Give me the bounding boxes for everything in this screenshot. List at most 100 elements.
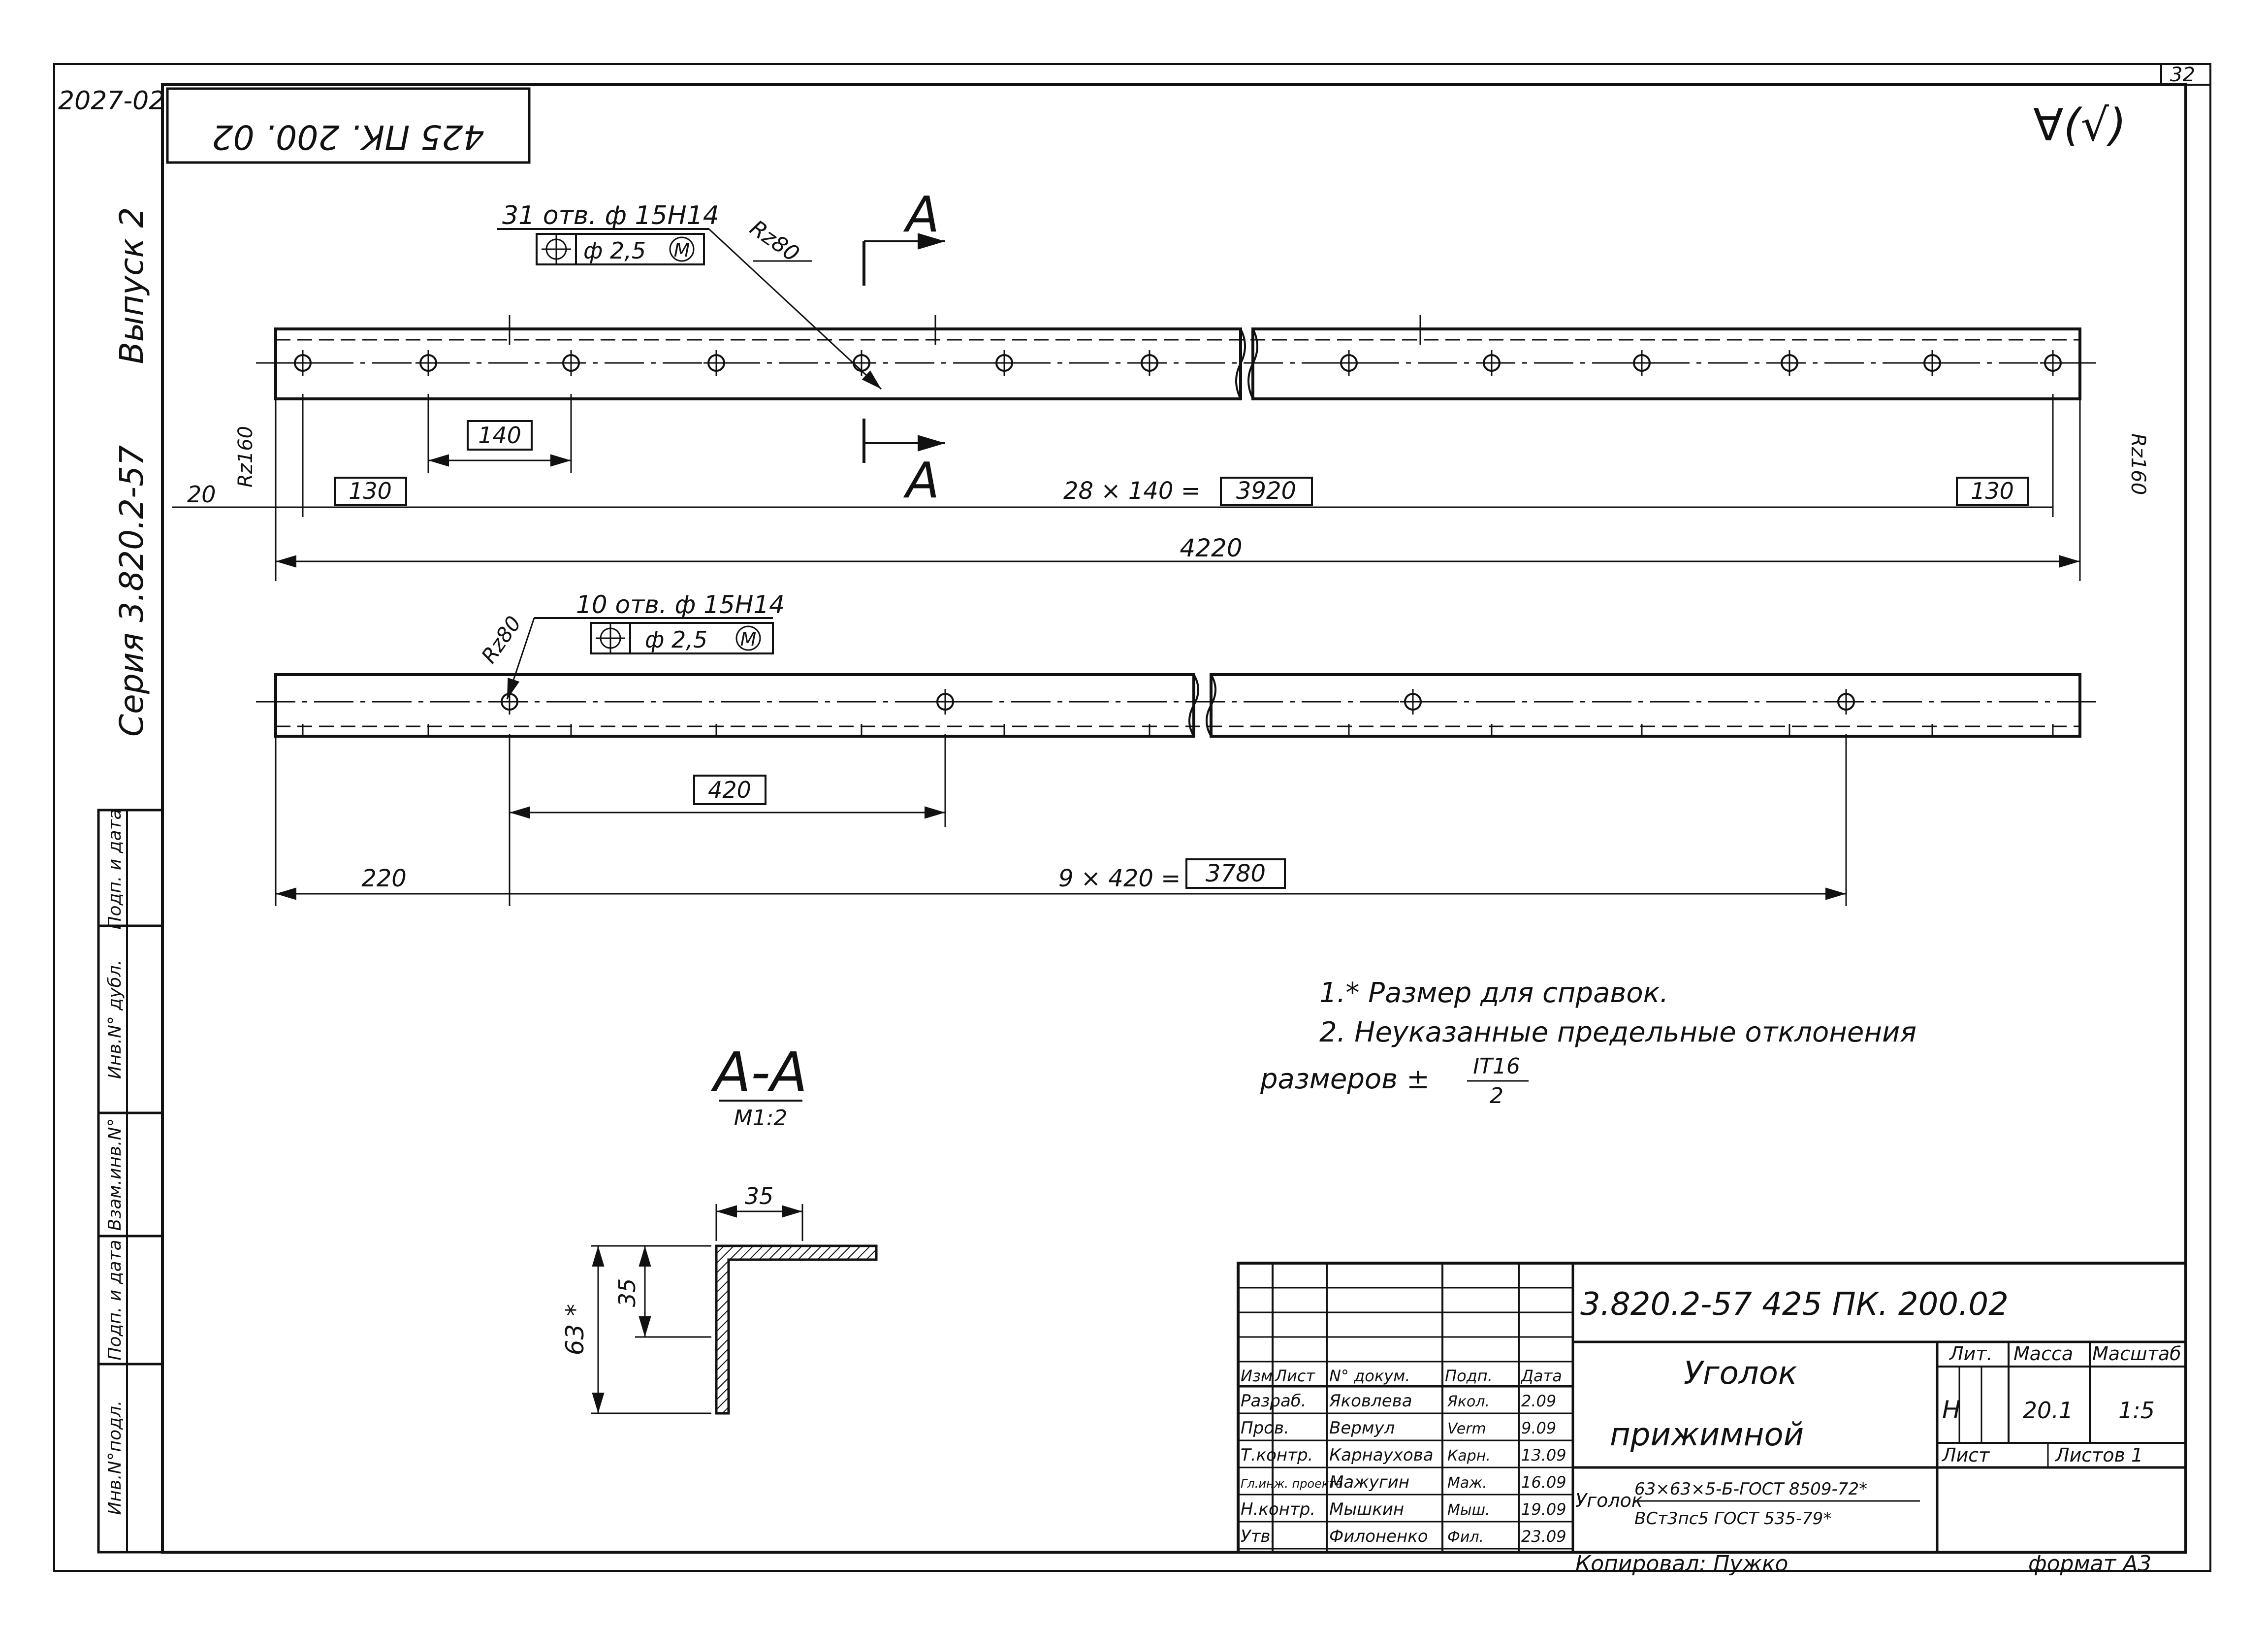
outer-frame: [53, 63, 2211, 1572]
view1-hole-axis: [1919, 350, 1945, 376]
view1-bar: [256, 327, 2100, 400]
staff-name: Мышкин: [1329, 1499, 1404, 1519]
staff-role: Разраб.: [1241, 1391, 1307, 1411]
view2-hole-axis: [932, 689, 958, 715]
view2-dimensions: 420 220 9 × 420 = 3780: [275, 734, 1847, 906]
roughness-top: Rz80: [745, 215, 804, 267]
staff-date: 13.09: [1521, 1446, 1566, 1465]
staff-role: Гл.инж. проекта: [1241, 1477, 1343, 1491]
archive-number: 2027-02: [58, 86, 165, 116]
view1-holes: [290, 315, 2066, 376]
dim-end-right-130: 130: [1971, 478, 2014, 504]
view1-hole-axis: [1777, 350, 1802, 376]
staff-sign: Якол.: [1447, 1393, 1490, 1410]
view2-tolerance-frame: ф 2,5 M: [590, 622, 774, 654]
staff-sign: Verm: [1447, 1420, 1486, 1437]
view1-hole-axis: [703, 350, 729, 376]
stamp-header-date: Дата: [1520, 1367, 1562, 1385]
section-view: А-А М1:2 35 35 63 *: [561, 1041, 878, 1415]
stamp-sheets-label: Листов 1: [2054, 1444, 2143, 1466]
stamp-material-top: 63×63×5-Б-ГОСТ 8509-72*: [1634, 1479, 1867, 1499]
view1-hole-axis: [1479, 350, 1504, 376]
section-letter-top: A: [903, 186, 939, 243]
stamp-designation: 3.820.2-57 425 ПК. 200.02: [1580, 1286, 2009, 1323]
dim-pitch-420: 420: [708, 777, 751, 803]
sheet-number: 32: [2170, 64, 2195, 86]
view1-hole-axis: [415, 350, 441, 376]
staff-date: 16.09: [1521, 1473, 1566, 1492]
dim-chain-label: 28 × 140 =: [1063, 477, 1201, 505]
dim-end-left-130: 130: [349, 478, 392, 504]
svg-text:M: M: [674, 239, 690, 261]
dim-chain-3780: 3780: [1206, 860, 1266, 887]
staff-sign: Карн.: [1447, 1447, 1491, 1465]
view1-dimensions: 140 20 130 28 × 140 = 3920 130 4220: [172, 394, 2081, 581]
view2-holes: [302, 689, 2054, 736]
staff-name: Филоненко: [1329, 1527, 1428, 1546]
roughness-right: Rz160: [2127, 433, 2149, 495]
staff-date: 9.09: [1521, 1419, 1556, 1437]
svg-text:Взам.инв.N°: Взам.инв.N°: [105, 1118, 125, 1231]
svg-text:M: M: [740, 628, 757, 650]
staff-role: Н.контр.: [1241, 1499, 1315, 1519]
dim-edge-220: 220: [361, 865, 407, 892]
view1-tolerance-frame: ф 2,5 M: [536, 233, 705, 265]
stamp-scale: 1:5: [2118, 1397, 2155, 1424]
note-2: 2. Неуказанные предельные отклонения: [1319, 1016, 1917, 1048]
section-dim-35-top: 35: [745, 1183, 774, 1209]
rotated-code-box: [166, 87, 531, 164]
stamp-header-izm: Изм: [1241, 1367, 1273, 1385]
stamp-title-1: Уголок: [1684, 1355, 1797, 1392]
view2-hole-axis: [1400, 689, 1426, 715]
stamp-material-prefix: Уголок: [1575, 1490, 1643, 1511]
general-roughness-symbol: ∀(√): [2033, 99, 2126, 151]
dim-chain2-label: 9 × 420 =: [1058, 865, 1181, 892]
staff-role: Утв.: [1241, 1527, 1276, 1546]
rotated-code: 425 ПК. 200. 02: [212, 117, 484, 156]
stamp-sheet-label: Лист: [1941, 1444, 1990, 1466]
series-label: Серия 3.820.2-57: [113, 445, 151, 737]
staff-sign: Маж.: [1447, 1474, 1487, 1492]
stamp-lit: Н: [1942, 1396, 1961, 1424]
staff-date: 2.09: [1521, 1392, 1556, 1410]
roughness-mid: Rz80: [477, 612, 526, 668]
svg-text:Инв.N°подл.: Инв.N°подл.: [105, 1401, 125, 1515]
stamp-scale-label: Масштаб: [2092, 1343, 2181, 1365]
staff-role: Т.контр.: [1241, 1445, 1313, 1465]
section-letter-bottom: A: [903, 452, 939, 509]
svg-text:Подп. и дата: Подп. и дата: [105, 809, 125, 929]
staff-date: 23.09: [1521, 1527, 1566, 1546]
staff-date: 19.09: [1521, 1500, 1566, 1519]
view1-hole-axis: [1629, 350, 1655, 376]
dim-overall-4220: 4220: [1180, 534, 1242, 562]
view1-hole-axis: [558, 350, 584, 376]
inner-frame: [161, 83, 2187, 1554]
view1-hole-axis: [290, 350, 316, 376]
sheet-number-box: [2160, 63, 2211, 86]
view2-tolerance-value: ф 2,5: [645, 626, 707, 653]
footer-format: формат А3: [2028, 1551, 2151, 1576]
staff-sign: Мыш.: [1447, 1501, 1490, 1519]
dim-chain-3920: 3920: [1236, 477, 1296, 505]
roughness-left: Rz160: [234, 426, 257, 488]
view2-callout: 10 отв. ф 15Н14: [576, 590, 785, 619]
svg-text:Инв.N° дубл.: Инв.N° дубл.: [105, 960, 125, 1079]
view1-hole-axis: [1336, 350, 1362, 376]
view2-bar: [256, 673, 2100, 738]
view1-hole-axis: [2040, 350, 2066, 376]
stamp-header-list: Лист: [1275, 1367, 1315, 1385]
section-title: А-А: [711, 1041, 807, 1104]
stamp-mass-label: Масса: [2013, 1343, 2073, 1365]
staff-name: Мажугин: [1329, 1472, 1409, 1492]
staff-name: Яковлева: [1329, 1391, 1412, 1411]
stamp-lit-label: Лит.: [1949, 1343, 1993, 1365]
footer-copied: Копировал: Пужко: [1575, 1551, 1788, 1576]
section-scale: М1:2: [734, 1106, 788, 1131]
svg-text:Подп. и дата: Подп. и дата: [105, 1239, 125, 1360]
dim-pitch-140: 140: [478, 422, 521, 449]
view1-tolerance-value: ф 2,5: [583, 237, 646, 264]
section-dim-63: 63 *: [561, 1304, 589, 1356]
stamp-mass: 20.1: [2023, 1397, 2073, 1424]
